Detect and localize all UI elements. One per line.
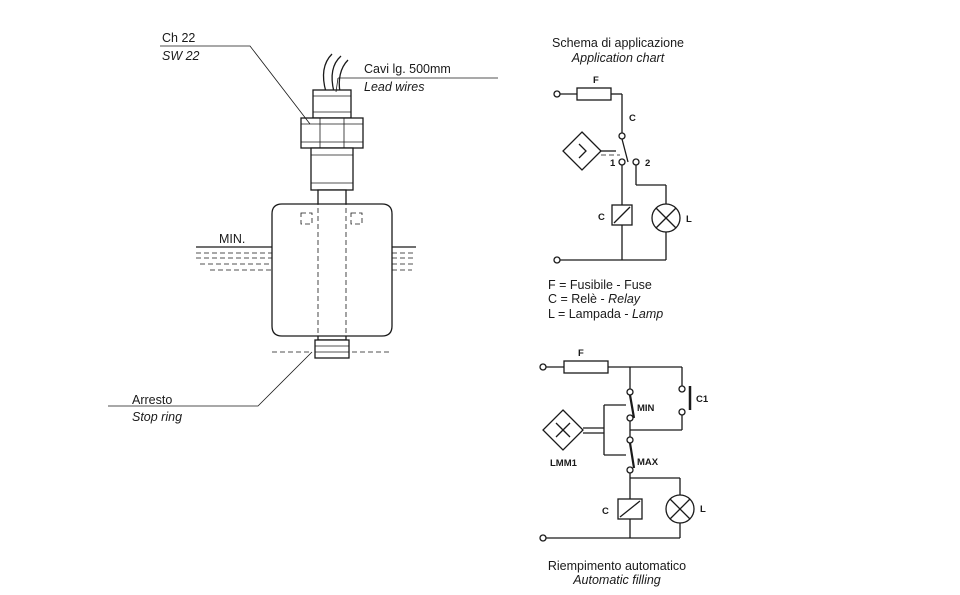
relay-tag: C xyxy=(602,506,609,517)
hex-nut xyxy=(300,117,364,149)
legend-lamp: L = Lampada - Lamp xyxy=(548,307,663,321)
return-terminal xyxy=(553,256,561,264)
magnet-marker xyxy=(350,212,363,225)
hex-label: Ch 22 xyxy=(162,31,195,45)
legend-relay: C = Relè - Relay xyxy=(548,292,641,306)
contact-tag: C xyxy=(629,113,636,124)
level-sensor-drawing: Ch 22 SW 22 Cavi lg. 500mm Lead wires MI… xyxy=(108,31,498,424)
fuse-symbol xyxy=(576,87,612,101)
input-terminal xyxy=(553,90,561,98)
application-chart: Schema di applicazione Application chart… xyxy=(548,36,692,321)
terminal-1-tag: 1 xyxy=(610,158,616,169)
lmm1-diamond-symbol xyxy=(542,409,584,451)
app-chart-title-en: Application chart xyxy=(571,51,665,65)
legend-fuse: F = Fusibile - Fuse xyxy=(548,278,652,292)
cable-label-en: Lead wires xyxy=(364,80,424,94)
switch-blade xyxy=(621,138,629,163)
app-chart-title: Schema di applicazione xyxy=(552,36,684,50)
sensor-diamond-symbol xyxy=(562,131,602,171)
min-tag: MIN xyxy=(637,403,655,414)
module-tag: LMM1 xyxy=(550,458,578,469)
relay-tag: C xyxy=(598,212,605,223)
input-terminal xyxy=(539,363,547,371)
fuse-tag: F xyxy=(578,348,584,359)
max-tag: MAX xyxy=(637,457,659,468)
hex-label-en: SW 22 xyxy=(162,49,200,63)
leader-hex xyxy=(160,45,311,125)
stop-label: Arresto xyxy=(132,393,172,407)
lamp-tag: L xyxy=(700,504,706,515)
terminal-2-tag: 2 xyxy=(645,158,650,169)
c1-tag: C1 xyxy=(696,394,709,405)
auto-fill-title: Riempimento automatico xyxy=(548,559,686,573)
cable-label: Cavi lg. 500mm xyxy=(364,62,451,76)
automatic-filling-chart: F C1 MIN MAX LMM1 xyxy=(539,348,709,587)
top-fitting xyxy=(312,89,352,119)
fuse-symbol xyxy=(563,360,609,374)
leader-stop xyxy=(108,351,313,407)
auto-fill-title-en: Automatic filling xyxy=(572,573,661,587)
stop-ring xyxy=(314,339,350,359)
fuse-tag: F xyxy=(593,75,599,86)
threaded-stem xyxy=(310,147,354,191)
float-body xyxy=(271,203,393,337)
lamp-tag: L xyxy=(686,214,692,225)
return-terminal xyxy=(539,534,547,542)
stop-label-en: Stop ring xyxy=(132,410,182,424)
cable-wire xyxy=(331,55,342,93)
cable-wire xyxy=(322,53,333,93)
cable-wire xyxy=(338,59,349,93)
level-label: MIN. xyxy=(219,232,245,246)
max-contact xyxy=(628,442,636,469)
min-contact xyxy=(628,394,636,419)
magnet-marker xyxy=(300,212,313,225)
